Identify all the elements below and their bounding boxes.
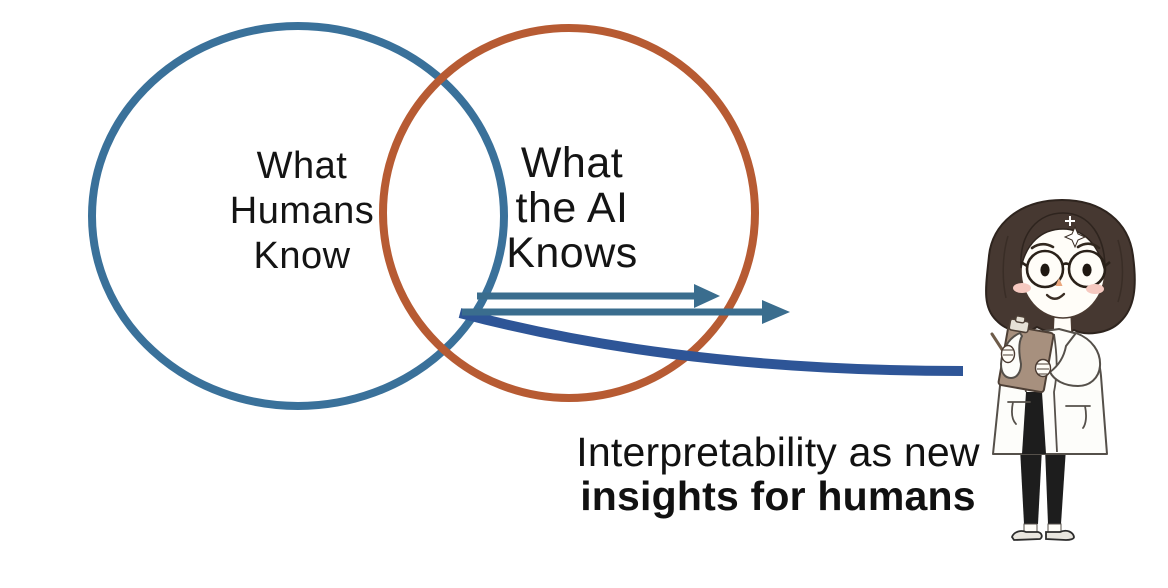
scientist-eye-right bbox=[1082, 263, 1092, 277]
humans-circle bbox=[88, 22, 508, 410]
scientist-nose bbox=[1055, 278, 1063, 286]
ai-circle bbox=[379, 24, 759, 402]
scientist-leg-right bbox=[1045, 448, 1066, 524]
scientist-eyebrows bbox=[1030, 242, 1101, 250]
scientist-shoe-right bbox=[1045, 529, 1075, 541]
scientist-ankle-right bbox=[1047, 523, 1062, 533]
scientist-hair-texture bbox=[1002, 235, 1124, 303]
insight-curve bbox=[458, 308, 964, 376]
scientist-shoe-left bbox=[1011, 530, 1043, 541]
scientist-leg-left bbox=[1020, 448, 1042, 524]
scientist-blush-right bbox=[1086, 284, 1104, 294]
scientist-mouth bbox=[1045, 292, 1066, 300]
scientist-hand-left-fingers bbox=[1003, 349, 1013, 356]
sparkle-small-icon bbox=[1065, 216, 1075, 226]
ai-circle-label: What the AI Knows bbox=[447, 141, 697, 276]
scientist-ankle-left bbox=[1023, 523, 1038, 533]
scientist-hand-left bbox=[1000, 344, 1016, 364]
ai-label-line2: the AI bbox=[515, 184, 629, 232]
scientist-eye-left bbox=[1040, 263, 1050, 277]
humans-label-line3: Know bbox=[253, 235, 351, 277]
scientist-pockets bbox=[1007, 401, 1091, 429]
caption-line2: insights for humans bbox=[580, 473, 976, 519]
ai-label-line3: Knows bbox=[506, 229, 638, 277]
sparkle-icon bbox=[1063, 225, 1087, 249]
humans-label-line2: Humans bbox=[229, 190, 375, 232]
scientist-inner-shirt-dark bbox=[1022, 392, 1046, 454]
scientist-hand-right-fingers bbox=[1037, 363, 1049, 375]
ai-label-line1: What bbox=[520, 139, 624, 187]
scientist-sleeve-right bbox=[1049, 332, 1102, 387]
caption: Interpretability as new insights for hum… bbox=[545, 430, 1011, 518]
arrow-bottom bbox=[462, 300, 790, 324]
scientist-with-clipboard-illustration bbox=[985, 198, 1136, 541]
arrow-top bbox=[477, 284, 720, 308]
humans-label-line1: What bbox=[256, 145, 348, 187]
humans-circle-label: What Humans Know bbox=[177, 144, 427, 279]
caption-line1: Interpretability as new bbox=[576, 429, 980, 475]
scientist-blush-left bbox=[1013, 283, 1031, 293]
